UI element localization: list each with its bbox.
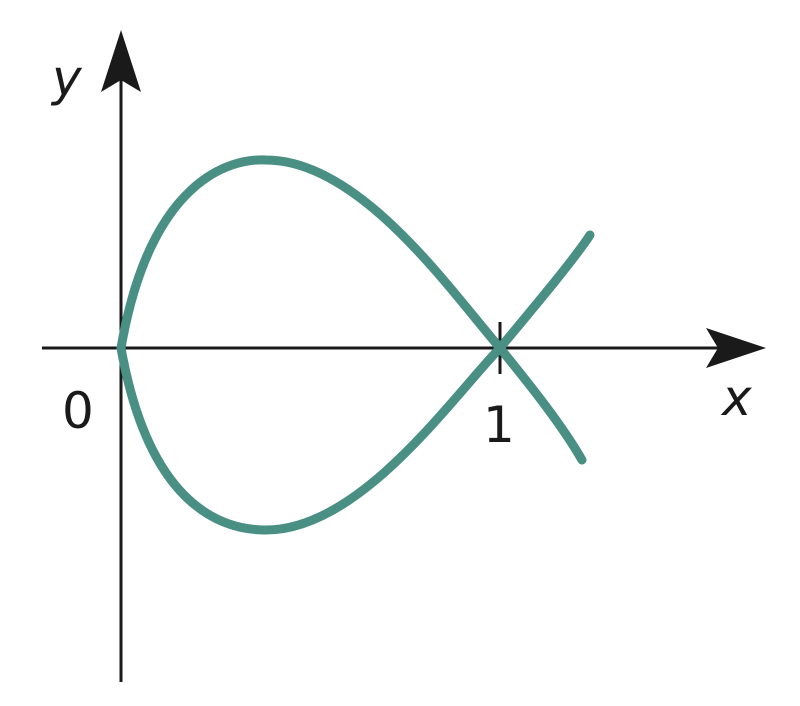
curve-lower-branch xyxy=(116,343,587,535)
tick-label-one: 1 xyxy=(483,396,515,454)
x-axis-arrowhead xyxy=(706,328,766,368)
x-axis-label: x xyxy=(720,369,752,427)
y-axis-label: y xyxy=(50,49,83,107)
origin-label: 0 xyxy=(62,382,94,440)
curve-upper-branch xyxy=(116,155,595,353)
y-axis-arrowhead xyxy=(101,30,141,92)
